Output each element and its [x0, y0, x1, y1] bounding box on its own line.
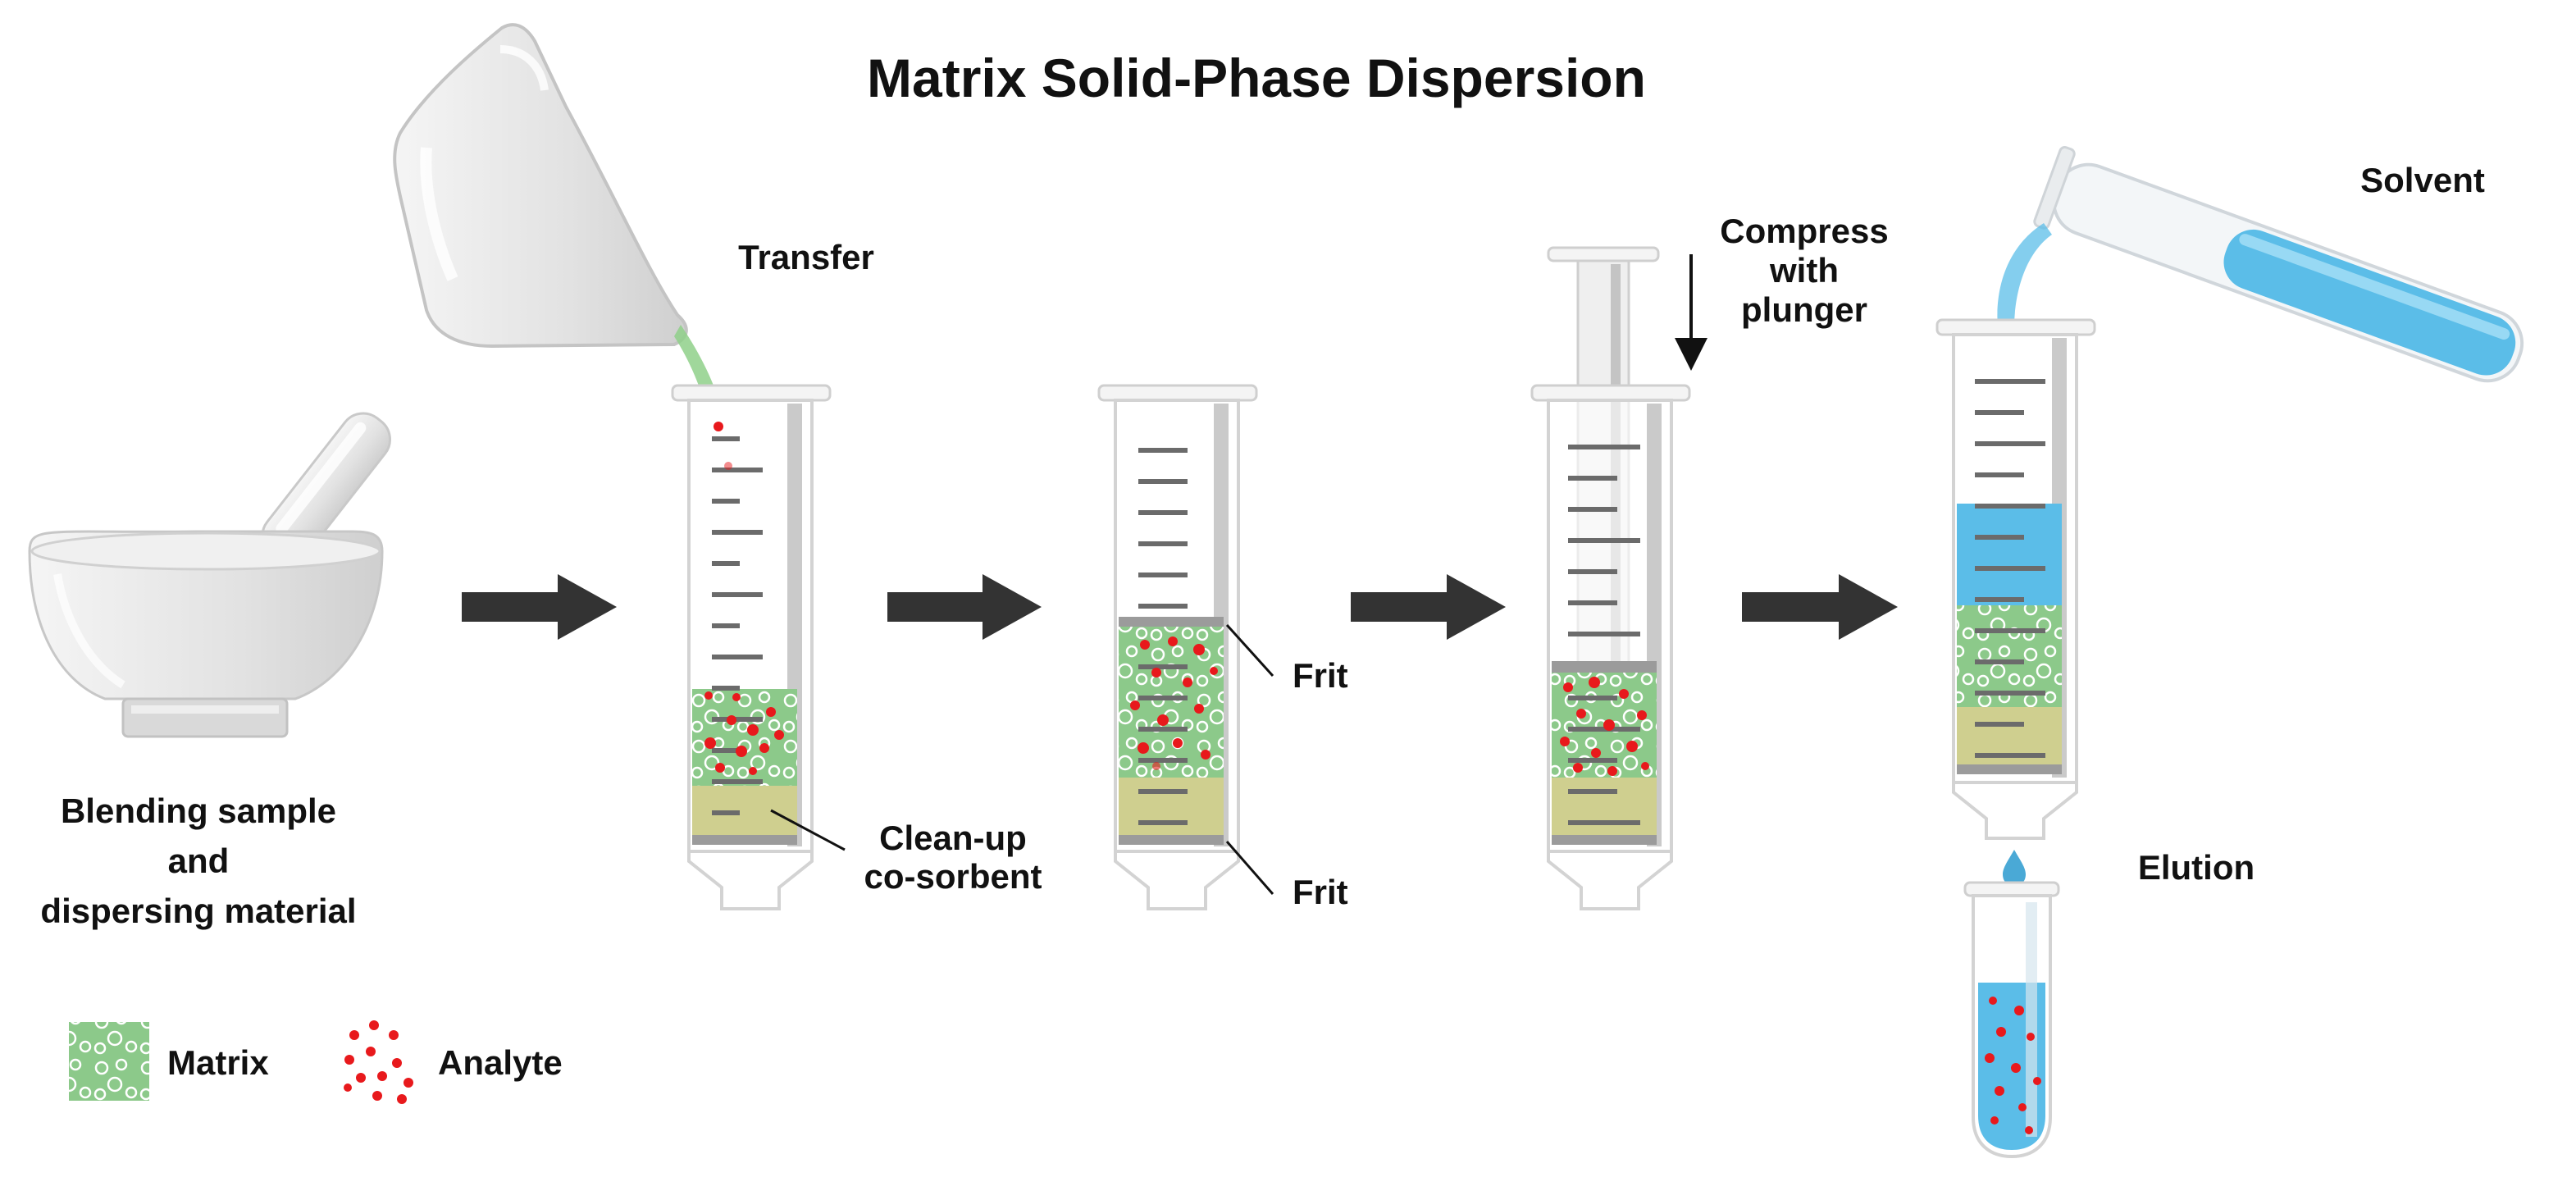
legend: Matrix Analyte: [69, 1020, 563, 1104]
syringe-column-2: [1097, 384, 1258, 910]
frit-bottom-pointer: [1225, 841, 1274, 895]
legend-analyte-swatch: [344, 1020, 413, 1104]
frit-top-pointer: [1225, 623, 1274, 677]
step-arrow-1: [462, 574, 617, 640]
frit-bottom-label: Frit: [1293, 873, 1348, 911]
cleanup-pointer: [770, 809, 846, 851]
frit-top: [1119, 617, 1224, 627]
solvent-label: Solvent: [2360, 161, 2485, 199]
test-tube-icon: [2033, 146, 2524, 383]
frit-top-label: Frit: [1293, 656, 1348, 695]
legend-matrix-swatch: [69, 1022, 149, 1101]
frit-top: [1552, 661, 1657, 673]
blend-label-line2: and: [168, 842, 230, 880]
matrix-layer: [1957, 605, 2062, 707]
legend-matrix-label: Matrix: [167, 1043, 269, 1082]
syringe-column-1: [671, 384, 832, 910]
solvent-layer: [1957, 504, 2062, 605]
cleanup-label-line1: Clean-up: [879, 819, 1027, 857]
blend-label-line1: Blending sample: [61, 792, 336, 830]
cosorbent-layer: [1119, 778, 1224, 840]
compress-label-line3: plunger: [1741, 290, 1867, 329]
cosorbent-layer: [692, 786, 797, 840]
solvent-drop: [2003, 850, 2026, 886]
compress-label-line1: Compress: [1720, 212, 1888, 250]
cosorbent-layer: [1552, 778, 1657, 840]
cosorbent-layer: [1957, 707, 2062, 769]
frit: [692, 835, 797, 845]
step-arrow-3: [1351, 574, 1506, 640]
cleanup-label-line2: co-sorbent: [864, 857, 1042, 896]
pouring-beaker-icon: [393, 23, 688, 349]
step-arrow-4: [1742, 574, 1898, 640]
frit-bottom: [1552, 835, 1657, 845]
step-arrow-2: [887, 574, 1042, 640]
legend-analyte-label: Analyte: [438, 1043, 563, 1082]
syringe-column-4: [1935, 318, 2096, 840]
blend-label-line3: dispersing material: [40, 892, 356, 930]
page-title: Matrix Solid-Phase Dispersion: [867, 48, 1646, 108]
transfer-label: Transfer: [738, 238, 874, 276]
mortar-pestle-icon: [28, 412, 391, 738]
frit-bottom: [1119, 835, 1224, 845]
elution-label: Elution: [2138, 848, 2255, 887]
collection-tube-icon: [1963, 881, 2060, 1159]
compress-label-line2: with: [1769, 251, 1839, 290]
syringe-column-3: [1530, 246, 1691, 910]
frit: [1957, 764, 2062, 774]
